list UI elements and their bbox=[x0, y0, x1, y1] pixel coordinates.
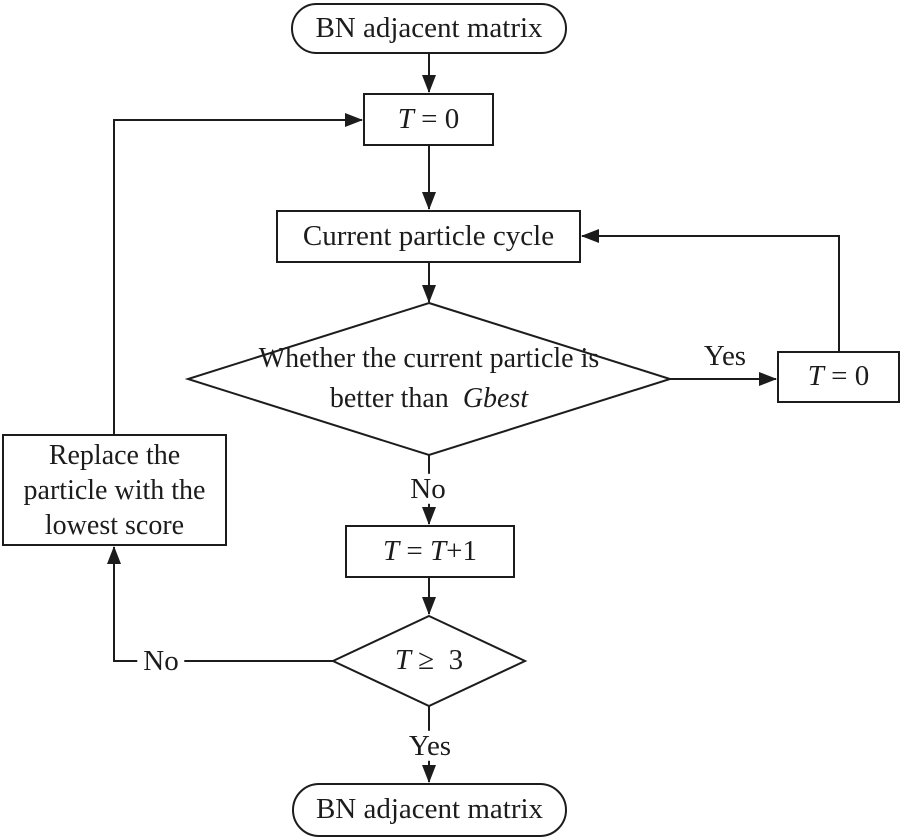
connector-replace-to-tinit bbox=[113, 113, 363, 434]
edge-label-no-down: No bbox=[404, 473, 452, 504]
gbest-decision-text: Whether the current particle is better t… bbox=[229, 339, 629, 419]
current-particle-cycle-process: Current particle cycle bbox=[276, 210, 581, 263]
replace-line3: lowest score bbox=[44, 509, 185, 541]
gbest-decision-line2: better than Gbest bbox=[329, 383, 529, 414]
edge-label-yes-right: Yes bbox=[703, 339, 747, 372]
replace-line1: Replace the bbox=[48, 439, 181, 471]
connector-treset-to-cycle bbox=[581, 229, 840, 351]
t-init-value: = 0 bbox=[413, 102, 460, 135]
gbest-term: Gbest bbox=[462, 383, 529, 414]
t-increment-process: T = T+1 bbox=[345, 525, 515, 578]
edge-label-yes-down: Yes bbox=[402, 730, 458, 761]
replace-line2: particle with the bbox=[23, 474, 206, 506]
t-reset-value: = 0 bbox=[823, 360, 870, 393]
cycle-label: Current particle cycle bbox=[302, 219, 555, 252]
gbest-decision-line1: Whether the current particle is bbox=[258, 343, 600, 374]
end-label: BN adjacent matrix bbox=[315, 793, 544, 826]
connector-t3-no-to-replace bbox=[107, 546, 333, 662]
edge-label-no-left: No bbox=[137, 645, 185, 676]
t-reset-process: T = 0 bbox=[777, 351, 900, 403]
start-terminator: BN adjacent matrix bbox=[291, 3, 567, 54]
t-init-process: T = 0 bbox=[363, 93, 494, 146]
t-threshold-decision-text: T ≥ 3 bbox=[394, 644, 464, 677]
t-init-var: T bbox=[397, 102, 414, 135]
end-terminator: BN adjacent matrix bbox=[292, 783, 567, 837]
t-reset-var: T bbox=[807, 360, 824, 393]
start-label: BN adjacent matrix bbox=[315, 11, 543, 44]
replace-particle-process: Replace the particle with the lowest sco… bbox=[2, 434, 227, 546]
